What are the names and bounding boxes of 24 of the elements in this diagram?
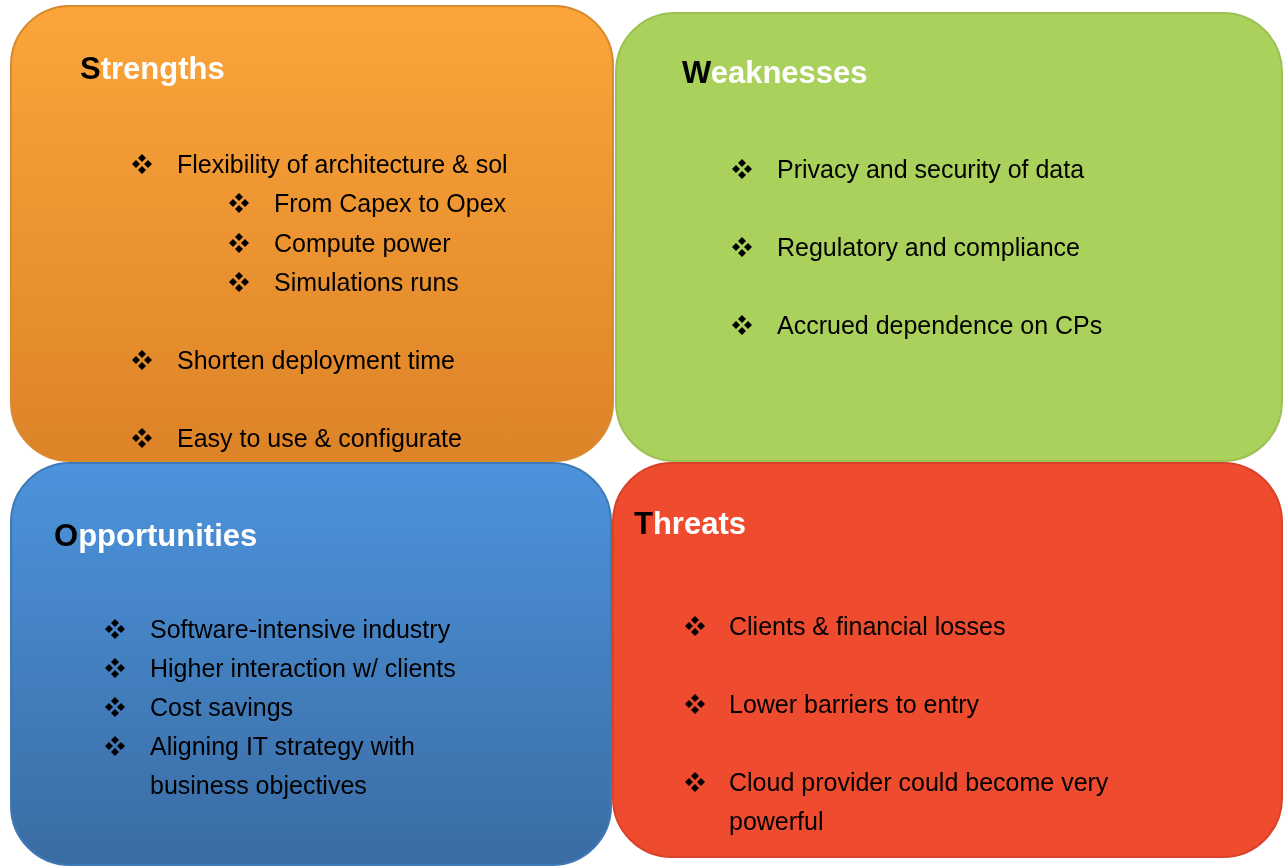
bullet-text: Cost savings	[150, 692, 295, 723]
bullet-text: Accrued dependence on CPs	[777, 310, 1104, 341]
quadrant-heading: Strengths	[80, 50, 225, 88]
quadrant-heading: Weaknesses	[682, 54, 868, 92]
quadrant-heading: Opportunities	[54, 517, 258, 555]
bullet-text: Higher interaction w/ clients	[150, 653, 457, 684]
swot-quadrant	[615, 12, 1283, 462]
bullet-text: Aligning IT strategy with business objectives	[150, 731, 416, 801]
bullet-text: Clients & financial losses	[729, 611, 1007, 642]
bullet-text: Shorten deployment time	[177, 345, 456, 376]
bullet-text: Lower barriers to entry	[729, 689, 981, 720]
bullet-text: Compute power	[274, 228, 452, 259]
quadrant-heading: Threats	[634, 505, 746, 543]
bullet-text: Regulatory and compliance	[777, 232, 1081, 263]
swot-quadrant	[10, 5, 614, 462]
bullet-text: Privacy and security of data	[777, 154, 1086, 185]
swot-quadrant	[10, 462, 612, 866]
bullet-text: Cloud provider could become very powerful	[729, 767, 1110, 837]
swot-quadrant	[612, 462, 1283, 858]
bullet-text: Software-intensive industry	[150, 614, 452, 645]
bullet-text: From Capex to Opex	[274, 188, 508, 219]
bullet-text: Easy to use & configurate	[177, 423, 463, 454]
bullet-text: Flexibility of architecture & sol	[177, 149, 509, 180]
bullet-text: Simulations runs	[274, 267, 460, 298]
